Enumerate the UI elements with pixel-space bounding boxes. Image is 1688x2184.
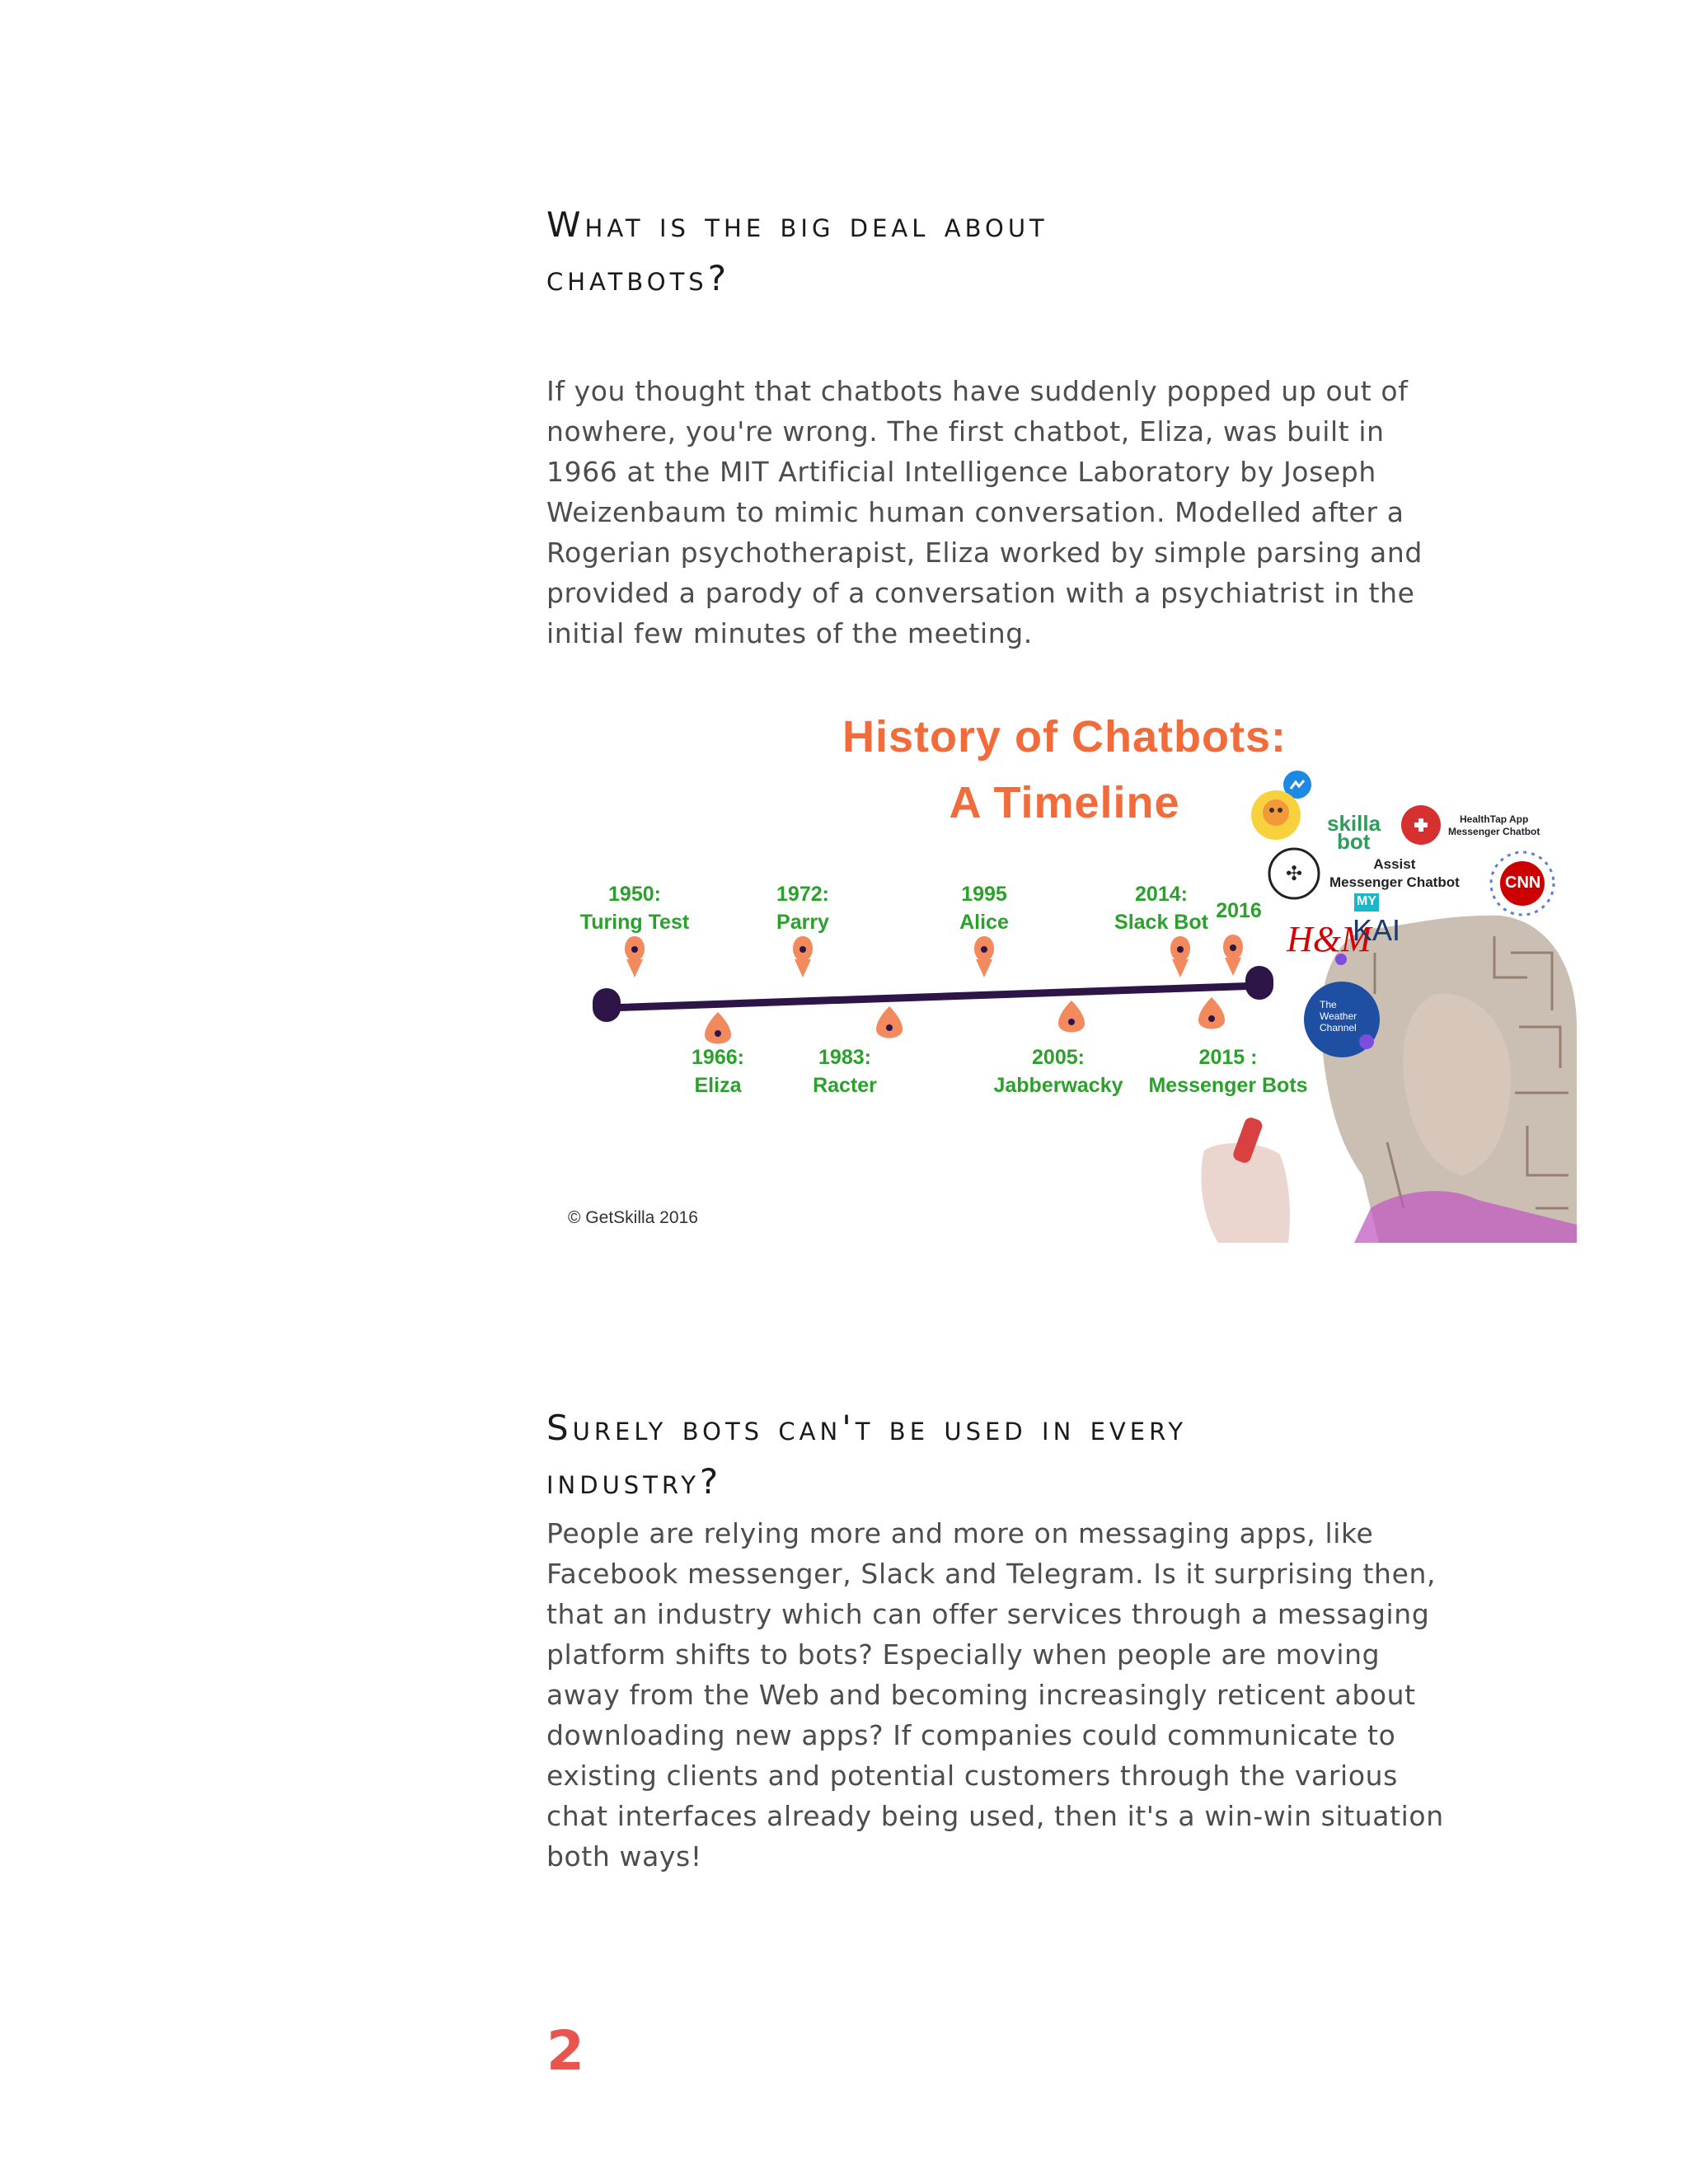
event-year: 1983: [818,1046,871,1069]
brand-text: skilla [1327,811,1381,836]
mykai-my-logo: MY [1357,894,1376,908]
event-1983: 1983: Racter [795,1043,894,1099]
weather-channel-logo: The Weather Channel [1320,999,1357,1033]
figure-title: History of Chatbots: A Timeline [546,704,1582,836]
mykai-badge-icon [1354,893,1379,912]
event-year: 1972: [776,883,829,906]
healthtap-label: HealthTap App Messenger Chatbot [1448,813,1540,838]
event-year: 1950: [608,883,661,906]
section-heading-chatbots: What is the big deal about chatbots? [546,198,1048,305]
event-name: Jabberwacky [993,1074,1123,1097]
event-2015: 2015 : Messenger Bots [1142,1043,1315,1099]
figure-title-line: A Timeline [949,778,1180,827]
event-2016: 2016 [1210,897,1268,925]
figure-copyright: © GetSkilla 2016 [568,1208,698,1227]
event-name: Slack Bot [1114,911,1208,934]
hm-dot-icon [1335,954,1347,965]
brand-text: Weather [1320,1010,1357,1022]
event-name: Racter [813,1074,877,1097]
event-year: 2014: [1135,883,1188,906]
event-year: 2016 [1216,899,1262,922]
brand-text: The [1320,999,1337,1010]
event-name: Messenger Bots [1148,1074,1308,1097]
weather-channel-icon [1304,982,1380,1057]
assist-icon: ✣ [1268,847,1320,900]
svg-text:✣: ✣ [1286,862,1302,885]
heading-line: Surely bots can't be used in every [546,1408,1188,1448]
messenger-icon [1283,771,1311,799]
skilla-bot-logo: skilla bot [1327,811,1381,854]
event-1966: 1966: Eliza [668,1043,767,1099]
section-heading-industry: Surely bots can't be used in every indus… [546,1401,1187,1508]
cnn-icon [1489,851,1555,916]
event-year: 2015 : [1198,1046,1258,1069]
timeline-pins-above [625,935,1243,977]
event-name: Eliza [694,1074,742,1097]
hm-logo: H&M [1287,919,1372,959]
figure-title-line: History of Chatbots: [842,712,1287,762]
skillabot-avatar-icon [1251,790,1301,840]
timeline-pins-below [705,997,1225,1044]
intro-paragraph: If you thought that chatbots have sudden… [546,375,1423,649]
heading-line: industry? [546,1461,723,1502]
mykai-kai-logo: KAI [1353,913,1401,947]
brand-text: bot [1337,829,1371,854]
cnn-logo: CNN [1505,874,1541,892]
assist-label: Assist Messenger Chatbot [1329,855,1460,892]
timeline-graphic: ✣ [593,771,1577,1243]
event-2005: 2005: Jabberwacky [988,1043,1128,1099]
event-1950: 1950: Turing Test [577,880,692,936]
brand-text: Messenger Chatbot [1448,826,1540,837]
heading-line: chatbots? [546,258,730,298]
brand-text: Assist [1373,856,1416,872]
brand-text: HealthTap App [1460,813,1529,825]
event-name: Parry [776,911,829,934]
timeline-line [603,982,1264,1012]
brand-text: Messenger Chatbot [1329,874,1460,890]
event-year: 2005: [1032,1046,1085,1069]
brand-text: Channel [1320,1022,1357,1033]
event-1995: 1995 Alice [926,880,1042,936]
event-2014: 2014: Slack Bot [1104,880,1219,936]
event-1972: 1972: Parry [753,880,852,936]
heading-line: What is the big deal about [546,204,1048,245]
robot-face-illustration [1201,915,1577,1243]
event-name: Alice [959,911,1009,934]
industry-paragraph: People are relying more and more on mess… [546,1517,1444,1872]
healthtap-icon [1401,805,1441,845]
event-name: Turing Test [579,911,690,934]
chatbot-timeline-figure: ✣ History of Chatbots: A Timeline 1950: … [546,681,1582,1243]
event-year: 1966: [692,1046,744,1069]
page-number: 2 [546,2019,584,2083]
event-year: 1995 [961,883,1007,906]
